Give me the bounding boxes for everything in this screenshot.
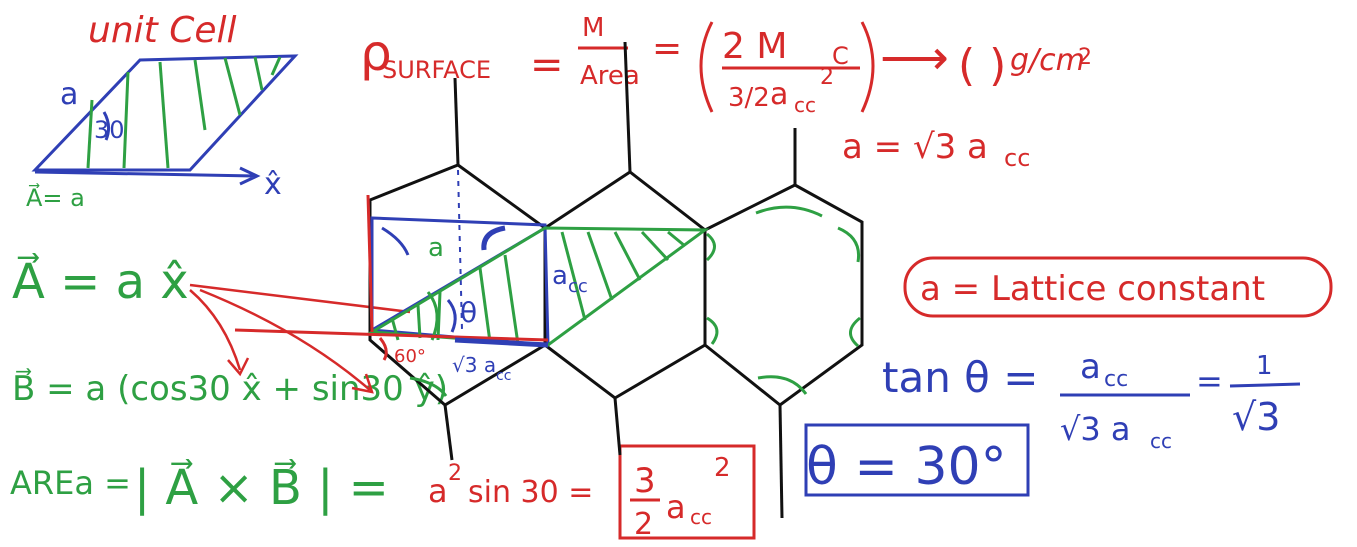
tan-frac-bar-2 bbox=[1229, 382, 1301, 388]
pointer-arrow-1 bbox=[189, 289, 250, 377]
label-acc: a bbox=[552, 261, 568, 291]
rho-symbol: ρ bbox=[360, 24, 392, 82]
hexagon-lattice bbox=[368, 41, 864, 519]
label-theta: θ bbox=[460, 296, 477, 329]
bond-bottom-3 bbox=[778, 404, 784, 519]
denominator-sup: 2 bbox=[820, 65, 834, 90]
density-units-sup: 2 bbox=[1078, 45, 1092, 70]
bond-bottom-2 bbox=[613, 397, 622, 456]
tan-denominator: √3 a bbox=[1060, 410, 1131, 448]
box-denominator: 2 bbox=[634, 507, 653, 542]
tan-numerator: a bbox=[1080, 347, 1101, 387]
unit-cell-hatching bbox=[86, 56, 282, 169]
label-sqrt3: √3 a bbox=[452, 353, 496, 377]
area-sin: sin 30 = bbox=[468, 475, 593, 510]
bond-top-2 bbox=[623, 41, 632, 173]
density-result: ( ) bbox=[958, 40, 1006, 91]
area-label: AREa = bbox=[10, 464, 131, 502]
tan-numerator-sub: cc bbox=[1104, 367, 1128, 392]
unit-cell-outline bbox=[31, 54, 299, 172]
blue-dashed-height bbox=[457, 169, 463, 331]
red-60-arc bbox=[378, 337, 388, 361]
a-relation: a = √3 a bbox=[842, 127, 988, 167]
blue-arc-corner bbox=[481, 225, 506, 251]
area-result-sup: 2 bbox=[448, 461, 462, 486]
right-paren bbox=[860, 21, 875, 113]
result-arrow: ⟶ bbox=[880, 30, 949, 86]
mass-m: M bbox=[582, 13, 604, 43]
blue-bottom-bar bbox=[454, 337, 549, 348]
bond-top-1 bbox=[453, 77, 460, 166]
a-relation-sub: cc bbox=[1004, 144, 1030, 172]
denominator-sub: cc bbox=[794, 93, 816, 117]
tan-theta: tan θ = bbox=[882, 353, 1038, 402]
geometry-overlay bbox=[234, 169, 710, 361]
denominator-frac: 3/2 bbox=[728, 83, 770, 113]
cross-product: | A⃗ × B⃗ | = bbox=[134, 458, 389, 516]
lattice-constant-label: a = Lattice constant bbox=[920, 269, 1265, 309]
hexagon-angle-arcs bbox=[409, 205, 861, 397]
area-result-a: a bbox=[428, 472, 448, 510]
red-vertical bbox=[366, 194, 374, 333]
unit-cell-title: unit Cell bbox=[88, 10, 236, 51]
equals-1: = bbox=[530, 42, 564, 88]
bond-bottom-1 bbox=[443, 404, 454, 461]
tan-denominator-sub: cc bbox=[1150, 429, 1172, 453]
rho-subscript: SURFACE bbox=[382, 56, 491, 84]
red-baseline bbox=[234, 328, 549, 342]
left-paren bbox=[699, 21, 714, 113]
label-acc-sub: cc bbox=[568, 276, 588, 297]
equals-2: = bbox=[652, 28, 682, 69]
lattice-box bbox=[903, 256, 1333, 318]
theta-result: θ = 30° bbox=[806, 437, 1007, 497]
hexagon-3 bbox=[704, 183, 864, 407]
tan-one: 1 bbox=[1256, 351, 1273, 381]
pointer-arrow-2 bbox=[199, 288, 374, 394]
hexagon-2 bbox=[544, 170, 707, 400]
density-units: g/cm bbox=[1010, 43, 1085, 78]
tan-equals: = bbox=[1196, 362, 1223, 400]
label-sixty: 60° bbox=[394, 346, 426, 367]
unit-cell-sketch: unit Cell a 30 x̂ A⃗= a bbox=[26, 10, 299, 212]
vector-equations: A⃗ = a x̂ B⃗ = a (cos30 x̂ + sin30 ŷ) AR… bbox=[10, 252, 756, 542]
tan-sqrt3: √3 bbox=[1232, 395, 1280, 439]
hexagon-labels: a a cc θ 60° √3 a cc bbox=[394, 233, 588, 384]
blue-arc-a bbox=[381, 226, 410, 256]
numerator-2mc: 2 M bbox=[722, 26, 787, 67]
unit-cell-side-label: a bbox=[60, 77, 78, 112]
x-axis-arrow bbox=[34, 166, 261, 186]
box-a: a bbox=[666, 488, 686, 526]
blue-theta-arc bbox=[446, 299, 457, 333]
a-vector-equation: A⃗ = a x̂ bbox=[12, 252, 189, 310]
unit-cell-angle-label: 30 bbox=[94, 116, 125, 144]
denominator-a: a bbox=[770, 77, 788, 112]
b-vector-equation: B⃗ = a (cos30 x̂ + sin30 ŷ) bbox=[12, 368, 448, 409]
a-vector-label: A⃗= a bbox=[26, 183, 85, 212]
theta-result-box bbox=[804, 423, 1030, 497]
box-numerator: 3 bbox=[634, 461, 656, 501]
angle-arc-30 bbox=[102, 111, 111, 141]
area-result-box bbox=[618, 444, 756, 540]
x-hat-label: x̂ bbox=[264, 167, 282, 202]
label-a: a bbox=[428, 233, 444, 263]
numerator-sub: C bbox=[832, 42, 849, 70]
area-word: Area bbox=[580, 61, 640, 91]
label-sqrt3-sub: cc bbox=[496, 368, 511, 384]
box-sup: 2 bbox=[714, 453, 731, 483]
box-sub: cc bbox=[690, 505, 712, 529]
surface-density-formula: ρ SURFACE = M Area = 2 M C 3/2 a cc 2 ⟶ … bbox=[360, 13, 1092, 172]
right-annotations: a = Lattice constant tan θ = a cc √3 a c… bbox=[804, 256, 1333, 497]
